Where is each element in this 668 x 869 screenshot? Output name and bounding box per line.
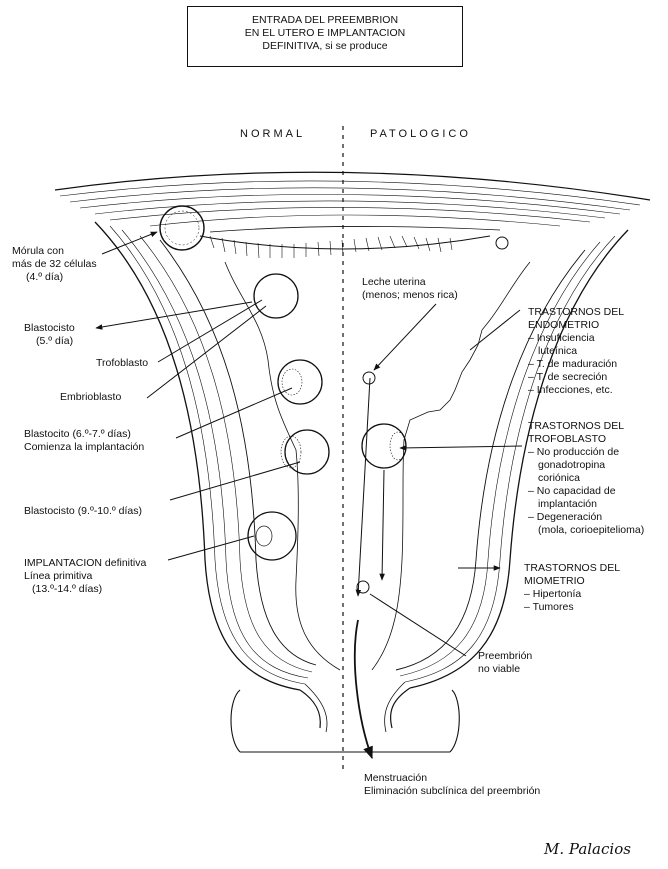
label-preembrion-no-viable: Preembrión no viable bbox=[478, 650, 532, 676]
label-leche-uterina: Leche uterina (menos; menos rica) bbox=[362, 276, 458, 302]
right-endometrium-edge bbox=[372, 262, 530, 670]
label-arrows bbox=[96, 232, 522, 758]
label-blastocisto-5: Blastocisto (5.º día) bbox=[24, 322, 75, 348]
label-embrioblasto: Embrioblasto bbox=[60, 391, 121, 404]
cervix bbox=[231, 690, 459, 752]
endometrium-fringe bbox=[210, 236, 452, 258]
label-trastornos-endometrio: TRASTORNOS DEL ENDOMETRIO – Insuficienci… bbox=[528, 306, 624, 397]
label-blastocisto-9-10: Blastocisto (9.º-10.º días) bbox=[24, 505, 142, 518]
label-trastornos-trofoblasto: TRASTORNOS DEL TROFOBLASTO – No producci… bbox=[528, 420, 644, 537]
label-blastocito-6-7: Blastocito (6.º-7.º días) Comienza la im… bbox=[24, 428, 144, 454]
title-line-2: EN EL UTERO E IMPLANTACION bbox=[188, 27, 462, 40]
label-trastornos-miometrio: TRASTORNOS DEL MIOMETRIO – Hipertonía – … bbox=[524, 562, 620, 614]
embryo-stages bbox=[160, 206, 508, 593]
label-trofoblasto: Trofoblasto bbox=[96, 357, 148, 370]
title-box: ENTRADA DEL PREEMBRION EN EL UTERO E IMP… bbox=[187, 6, 463, 67]
title-line-1: ENTRADA DEL PREEMBRION bbox=[188, 14, 462, 27]
left-endometrium-edge bbox=[225, 262, 340, 670]
header-normal: NORMAL bbox=[240, 128, 305, 140]
label-implantacion: IMPLANTACION definitiva Línea primitiva … bbox=[24, 557, 146, 596]
artist-signature: M. Palacios bbox=[544, 840, 631, 858]
header-pathologic: PATOLOGICO bbox=[370, 128, 471, 140]
label-morula: Mórula con más de 32 células (4.º día) bbox=[12, 245, 97, 284]
title-line-3: DEFINITIVA, si se produce bbox=[188, 40, 462, 53]
left-uterine-wall bbox=[95, 222, 327, 732]
label-menstruacion: Menstruación Eliminación subclínica del … bbox=[364, 772, 540, 798]
